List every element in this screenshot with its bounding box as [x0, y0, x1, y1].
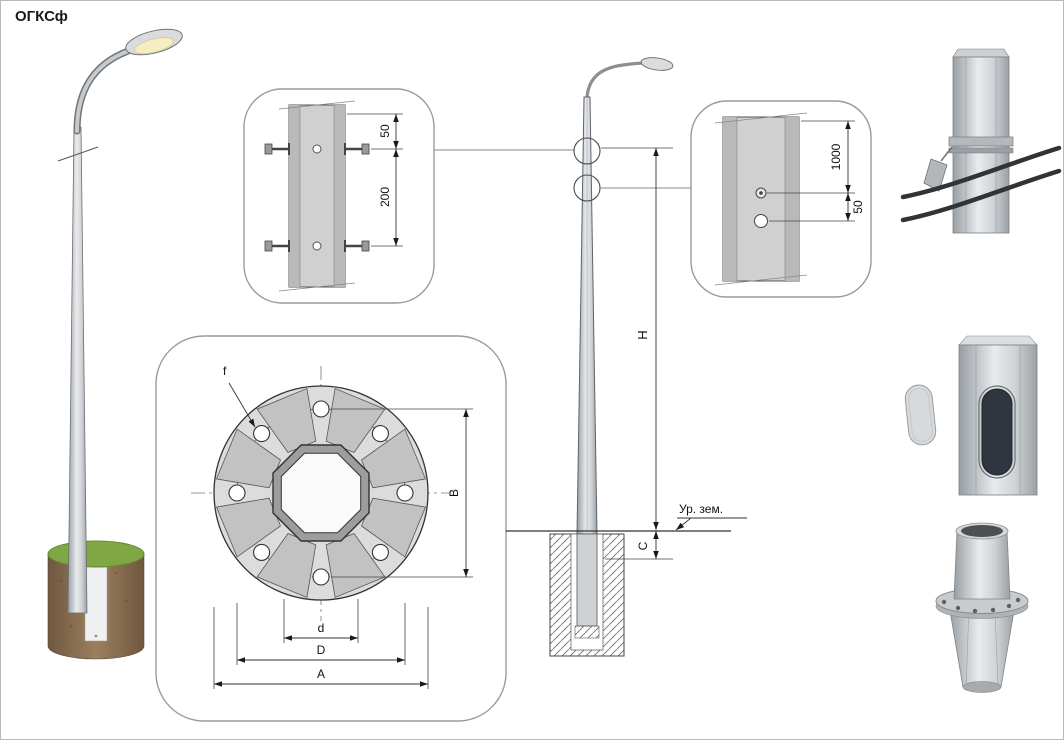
grass-top [47, 540, 145, 568]
dim-H-label: H [635, 330, 650, 339]
wedge-clamp [923, 158, 948, 192]
cable-entry-detail-callout: 1000 50 [690, 100, 872, 298]
dim-50-right-label: 50 [851, 200, 865, 214]
dim-1000-label: 1000 [829, 143, 843, 170]
dim-B-label: B [447, 489, 461, 497]
ground-level-label: Ур. зем. [679, 502, 723, 516]
pole-shaft-3d [67, 126, 88, 614]
drawing-title: ОГКСф [15, 8, 68, 25]
foundation-3d [47, 540, 145, 660]
clamp-band [948, 136, 1014, 147]
bolt-row-upper [264, 143, 370, 155]
pole-elevation-drawing: H C Ур. зем. [506, 57, 747, 657]
detail-marker-upper [573, 137, 601, 165]
cable-hole [754, 214, 768, 228]
pole-embedded-part [576, 533, 598, 627]
pole-tube-inner [280, 452, 362, 534]
dim-D-label: D [317, 643, 326, 657]
suspension-cable [900, 168, 1062, 223]
access-door-render [904, 335, 1038, 496]
dim-f-label: f [223, 364, 227, 378]
base-shell-render [935, 522, 1029, 693]
tube-opening [961, 525, 1003, 537]
door-opening [981, 388, 1013, 476]
suspension-cable [900, 145, 1062, 200]
dim-200-label: 200 [378, 187, 392, 207]
pole-3d-render [47, 28, 183, 660]
flange-bolt-dots [941, 597, 1021, 614]
bolt-row-lower [264, 240, 370, 252]
dim-A-label: A [317, 667, 325, 681]
luminaire-elevation [640, 57, 674, 71]
lamp-arm-elevation [585, 61, 648, 98]
door-cover-plate [904, 384, 937, 446]
base-tube [953, 530, 1011, 600]
pole-top-cables-render [900, 48, 1062, 234]
flange-bolt-detail-callout: 50 200 [243, 88, 435, 304]
dim-C-label: C [636, 541, 650, 550]
foundation-sleeve [84, 560, 108, 642]
break-mark [57, 146, 99, 162]
dim-50-label: 50 [378, 124, 392, 138]
gusset-ribs [215, 387, 427, 599]
dim-d-label: d [318, 621, 325, 635]
bolt-holes [228, 400, 414, 586]
flange-plan-callout: f B d D A [155, 335, 507, 722]
luminaire-3d [125, 28, 183, 56]
